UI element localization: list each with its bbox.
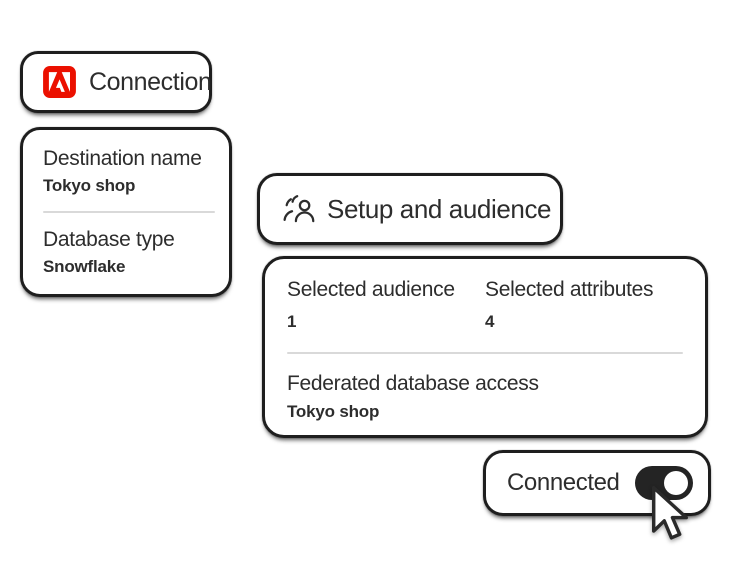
federated-access-value: Tokyo shop: [287, 401, 380, 421]
setup-audience-card: Setup and audience: [257, 173, 563, 245]
selected-attributes-value: 4: [485, 312, 495, 332]
federated-access-label: Federated database access: [287, 372, 539, 396]
destination-name-value: Tokyo shop: [43, 176, 136, 196]
audience-group-icon: [283, 195, 315, 223]
setup-audience-title: Setup and audience: [327, 193, 552, 224]
selected-attributes-stat: Selected attributes 4: [485, 277, 683, 332]
destination-name-label: Destination name: [43, 147, 202, 170]
selected-attributes-label: Selected attributes: [485, 278, 654, 301]
destination-card: Destination name Tokyo shop Database typ…: [20, 127, 232, 297]
summary-card: Selected audience 1 Selected attributes …: [262, 256, 708, 438]
selected-audience-label: Selected audience: [287, 278, 455, 301]
adobe-logo-icon: [43, 66, 76, 98]
connected-toggle[interactable]: [635, 466, 693, 500]
connection-card: Connection: [20, 51, 212, 113]
database-type-label: Database type: [43, 227, 175, 251]
connection-title: Connection: [89, 67, 212, 96]
divider: [43, 210, 215, 213]
toggle-knob: [664, 471, 688, 495]
selected-audience-value: 1: [287, 312, 297, 332]
database-type-value: Snowflake: [43, 256, 126, 276]
stats-row: Selected audience 1 Selected attributes …: [287, 277, 683, 332]
divider: [287, 352, 683, 355]
connected-label: Connected: [507, 469, 620, 496]
selected-audience-stat: Selected audience 1: [287, 277, 485, 332]
status-card: Connected: [483, 450, 711, 516]
